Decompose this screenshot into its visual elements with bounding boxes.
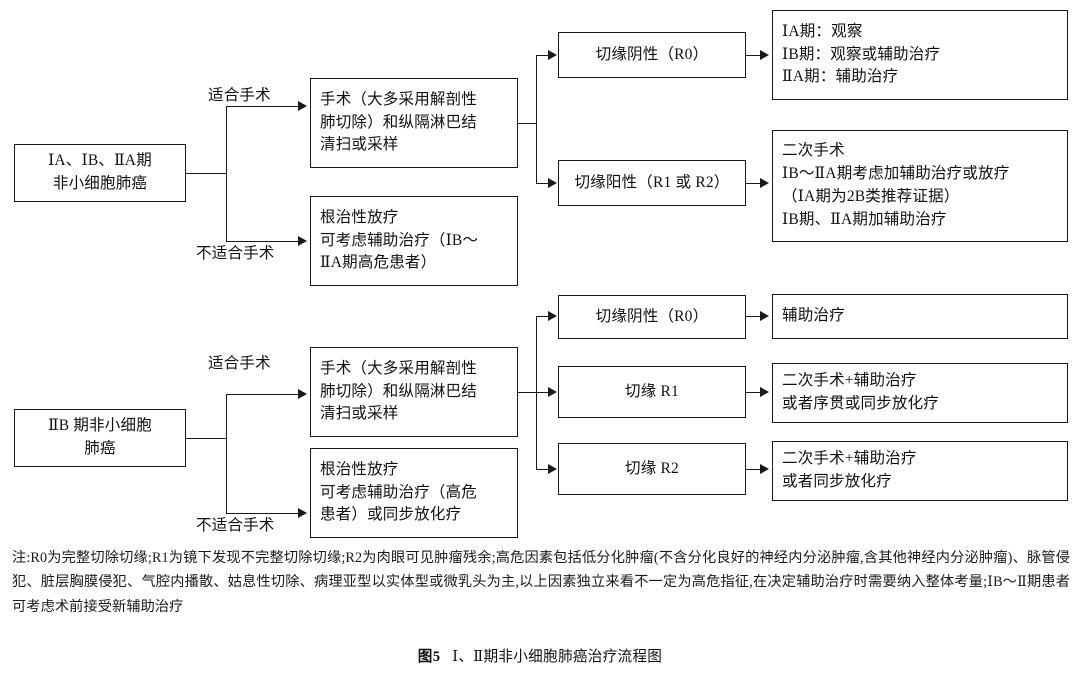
- node-upper-surgery-line-1: 肺切除）和纵隔淋巴结: [320, 113, 478, 131]
- node-lower-margin-r0-outcome: 辅助治疗: [772, 294, 1068, 339]
- figure-footnote: 注:R0为完整切除切缘;R1为镜下发现不完整切除切缘;R2为肉眼可见肿瘤残余;高…: [12, 550, 1070, 615]
- node-lower-margin-r0-line-0: 切缘阴性（R0）: [595, 307, 709, 325]
- edge-lower-surgery-stem: [518, 392, 536, 393]
- arrow-lower-to-radiotherapy: [298, 508, 307, 518]
- edge-lower-split-vertical: [226, 394, 227, 513]
- node-upper-neg-outcome-line-2: ⅡA期：辅助治疗: [782, 68, 899, 86]
- node-lower-surgery-line-2: 清扫或采样: [320, 405, 399, 423]
- node-upper-radiotherapy-line-2: ⅡA期高危患者）: [320, 254, 437, 272]
- node-upper-radiotherapy-line-1: 可考虑辅助治疗（ⅠB～: [320, 231, 479, 249]
- edge-upper-margin-split-vertical: [536, 55, 537, 183]
- node-lower-radiotherapy-line-1: 可考虑辅助治疗（高危: [320, 483, 478, 501]
- edge-lower-r1-to-outcome: [746, 392, 764, 393]
- node-lower-surgery: 手术（大多采用解剖性 肺切除）和纵隔淋巴结 清扫或采样: [310, 347, 518, 437]
- node-lower-surgery-line-0: 手术（大多采用解剖性: [320, 359, 478, 377]
- arrow-upper-to-margin-negative: [548, 50, 557, 60]
- edge-upper-surgery-stem: [518, 123, 536, 124]
- edge-upper-start-stem: [186, 173, 226, 174]
- edge-lower-to-margin-r0: [536, 316, 550, 317]
- arrow-upper-to-margin-positive: [548, 178, 557, 188]
- node-upper-margin-negative: 切缘阴性（R0）: [558, 32, 746, 78]
- node-lower-margin-r2: 切缘 R2: [558, 443, 746, 495]
- arrow-lower-to-margin-r2: [548, 464, 557, 474]
- edge-lower-r0-to-outcome: [746, 316, 764, 317]
- edge-upper-to-margin-negative: [536, 55, 550, 56]
- arrow-upper-to-radiotherapy: [298, 236, 307, 246]
- edge-lower-to-radiotherapy: [226, 513, 300, 514]
- node-lower-radiotherapy: 根治性放疗 可考虑辅助治疗（高危 患者）或同步放化疗: [310, 448, 518, 538]
- node-lower-margin-r2-line-0: 切缘 R2: [625, 459, 679, 477]
- node-upper-surgery-line-0: 手术（大多采用解剖性: [320, 90, 478, 108]
- edge-lower-r2-to-outcome: [746, 469, 764, 470]
- arrow-upper-margin-positive-outcome: [760, 178, 769, 188]
- edge-label-lower-not-suitable: 不适合手术: [196, 517, 275, 534]
- node-upper-neg-outcome-line-1: ⅠB期：观察或辅助治疗: [782, 45, 941, 63]
- edge-lower-to-surgery: [226, 394, 300, 395]
- node-lower-margin-r1: 切缘 R1: [558, 366, 746, 418]
- arrow-lower-to-margin-r1: [548, 387, 557, 397]
- node-upper-margin-positive-outcome: 二次手术 ⅠB～ⅡA期考虑加辅助治疗或放疗 （ⅠA期为2B类推荐证据） ⅠB期、…: [772, 130, 1068, 242]
- figure-caption: 图5 Ⅰ、Ⅱ期非小细胞肺癌治疗流程图: [0, 645, 1080, 666]
- node-lower-surgery-line-1: 肺切除）和纵隔淋巴结: [320, 382, 478, 400]
- node-lower-r0-outcome-line-0: 辅助治疗: [782, 307, 845, 325]
- edge-upper-split-vertical: [226, 106, 227, 241]
- edge-upper-margin-positive-to-outcome: [746, 183, 764, 184]
- node-upper-radiotherapy-line-0: 根治性放疗: [320, 208, 399, 226]
- node-upper-pos-outcome-line-0: 二次手术: [782, 142, 845, 160]
- node-lower-r2-outcome-line-1: 或者同步放化疗: [782, 473, 892, 490]
- edge-label-upper-suitable: 适合手术: [208, 87, 271, 104]
- node-lower-start-line-1: 肺癌: [84, 440, 116, 457]
- node-upper-neg-outcome-line-0: ⅠA期：观察: [782, 22, 863, 40]
- node-lower-margin-r1-outcome: 二次手术+辅助治疗 或者序贯或同步放化疗: [772, 363, 1068, 423]
- node-lower-margin-r1-line-0: 切缘 R1: [625, 382, 679, 400]
- arrow-lower-r2-outcome: [760, 464, 769, 474]
- node-upper-surgery: 手术（大多采用解剖性 肺切除）和纵隔淋巴结 清扫或采样: [310, 78, 518, 168]
- node-upper-start-line-0: ⅠA、ⅠB、ⅡA期: [48, 152, 152, 170]
- node-lower-r2-outcome-line-0: 二次手术+辅助治疗: [782, 450, 917, 468]
- node-upper-margin-positive: 切缘阳性（R1 或 R2）: [558, 160, 746, 206]
- edge-upper-to-surgery: [226, 106, 300, 107]
- arrow-upper-margin-negative-outcome: [760, 50, 769, 60]
- arrow-upper-to-surgery: [298, 101, 307, 111]
- edge-lower-to-margin-r1: [536, 392, 550, 393]
- node-upper-start: ⅠA、ⅠB、ⅡA期 非小细胞肺癌: [14, 144, 186, 202]
- node-lower-start-line-0: ⅡB 期非小细胞: [48, 417, 152, 435]
- node-upper-pos-outcome-line-1: ⅠB～ⅡA期考虑加辅助治疗或放疗: [782, 165, 1010, 183]
- node-lower-r1-outcome-line-1: 或者序贯或同步放化疗: [782, 395, 940, 412]
- figure-number: 图5: [417, 649, 441, 665]
- node-upper-margin-positive-line-0: 切缘阳性（R1 或 R2）: [574, 173, 730, 191]
- edge-label-lower-suitable: 适合手术: [208, 355, 271, 372]
- node-lower-margin-r0: 切缘阴性（R0）: [558, 295, 746, 339]
- edge-upper-to-margin-positive: [536, 183, 550, 184]
- edge-lower-to-margin-r2: [536, 469, 550, 470]
- node-lower-margin-r2-outcome: 二次手术+辅助治疗 或者同步放化疗: [772, 441, 1068, 501]
- node-upper-margin-negative-outcome: ⅠA期：观察 ⅠB期：观察或辅助治疗 ⅡA期：辅助治疗: [772, 10, 1068, 100]
- node-upper-margin-negative-line-0: 切缘阴性（R0）: [595, 45, 709, 63]
- edge-upper-to-radiotherapy: [226, 241, 300, 242]
- node-upper-surgery-line-2: 清扫或采样: [320, 136, 399, 154]
- figure-caption-text: Ⅰ、Ⅱ期非小细胞肺癌治疗流程图: [452, 649, 663, 665]
- edge-label-upper-not-suitable: 不适合手术: [196, 245, 275, 262]
- node-upper-pos-outcome-line-3: ⅠB期、ⅡA期加辅助治疗: [782, 210, 947, 228]
- edge-lower-start-stem: [186, 438, 226, 439]
- node-lower-start: ⅡB 期非小细胞 肺癌: [14, 409, 186, 467]
- node-upper-start-line-1: 非小细胞肺癌: [52, 175, 148, 192]
- node-upper-pos-outcome-line-2: （ⅠA期为2B类推荐证据）: [782, 188, 960, 205]
- arrow-lower-to-margin-r0: [548, 311, 557, 321]
- node-lower-radiotherapy-line-2: 患者）或同步放化疗: [320, 506, 462, 524]
- edge-upper-margin-negative-to-outcome: [746, 55, 764, 56]
- arrow-lower-to-surgery: [298, 389, 307, 399]
- node-lower-r1-outcome-line-0: 二次手术+辅助治疗: [782, 372, 917, 390]
- node-lower-radiotherapy-line-0: 根治性放疗: [320, 460, 399, 478]
- node-upper-radiotherapy: 根治性放疗 可考虑辅助治疗（ⅠB～ ⅡA期高危患者）: [310, 196, 518, 286]
- arrow-lower-r0-outcome: [760, 311, 769, 321]
- arrow-lower-r1-outcome: [760, 387, 769, 397]
